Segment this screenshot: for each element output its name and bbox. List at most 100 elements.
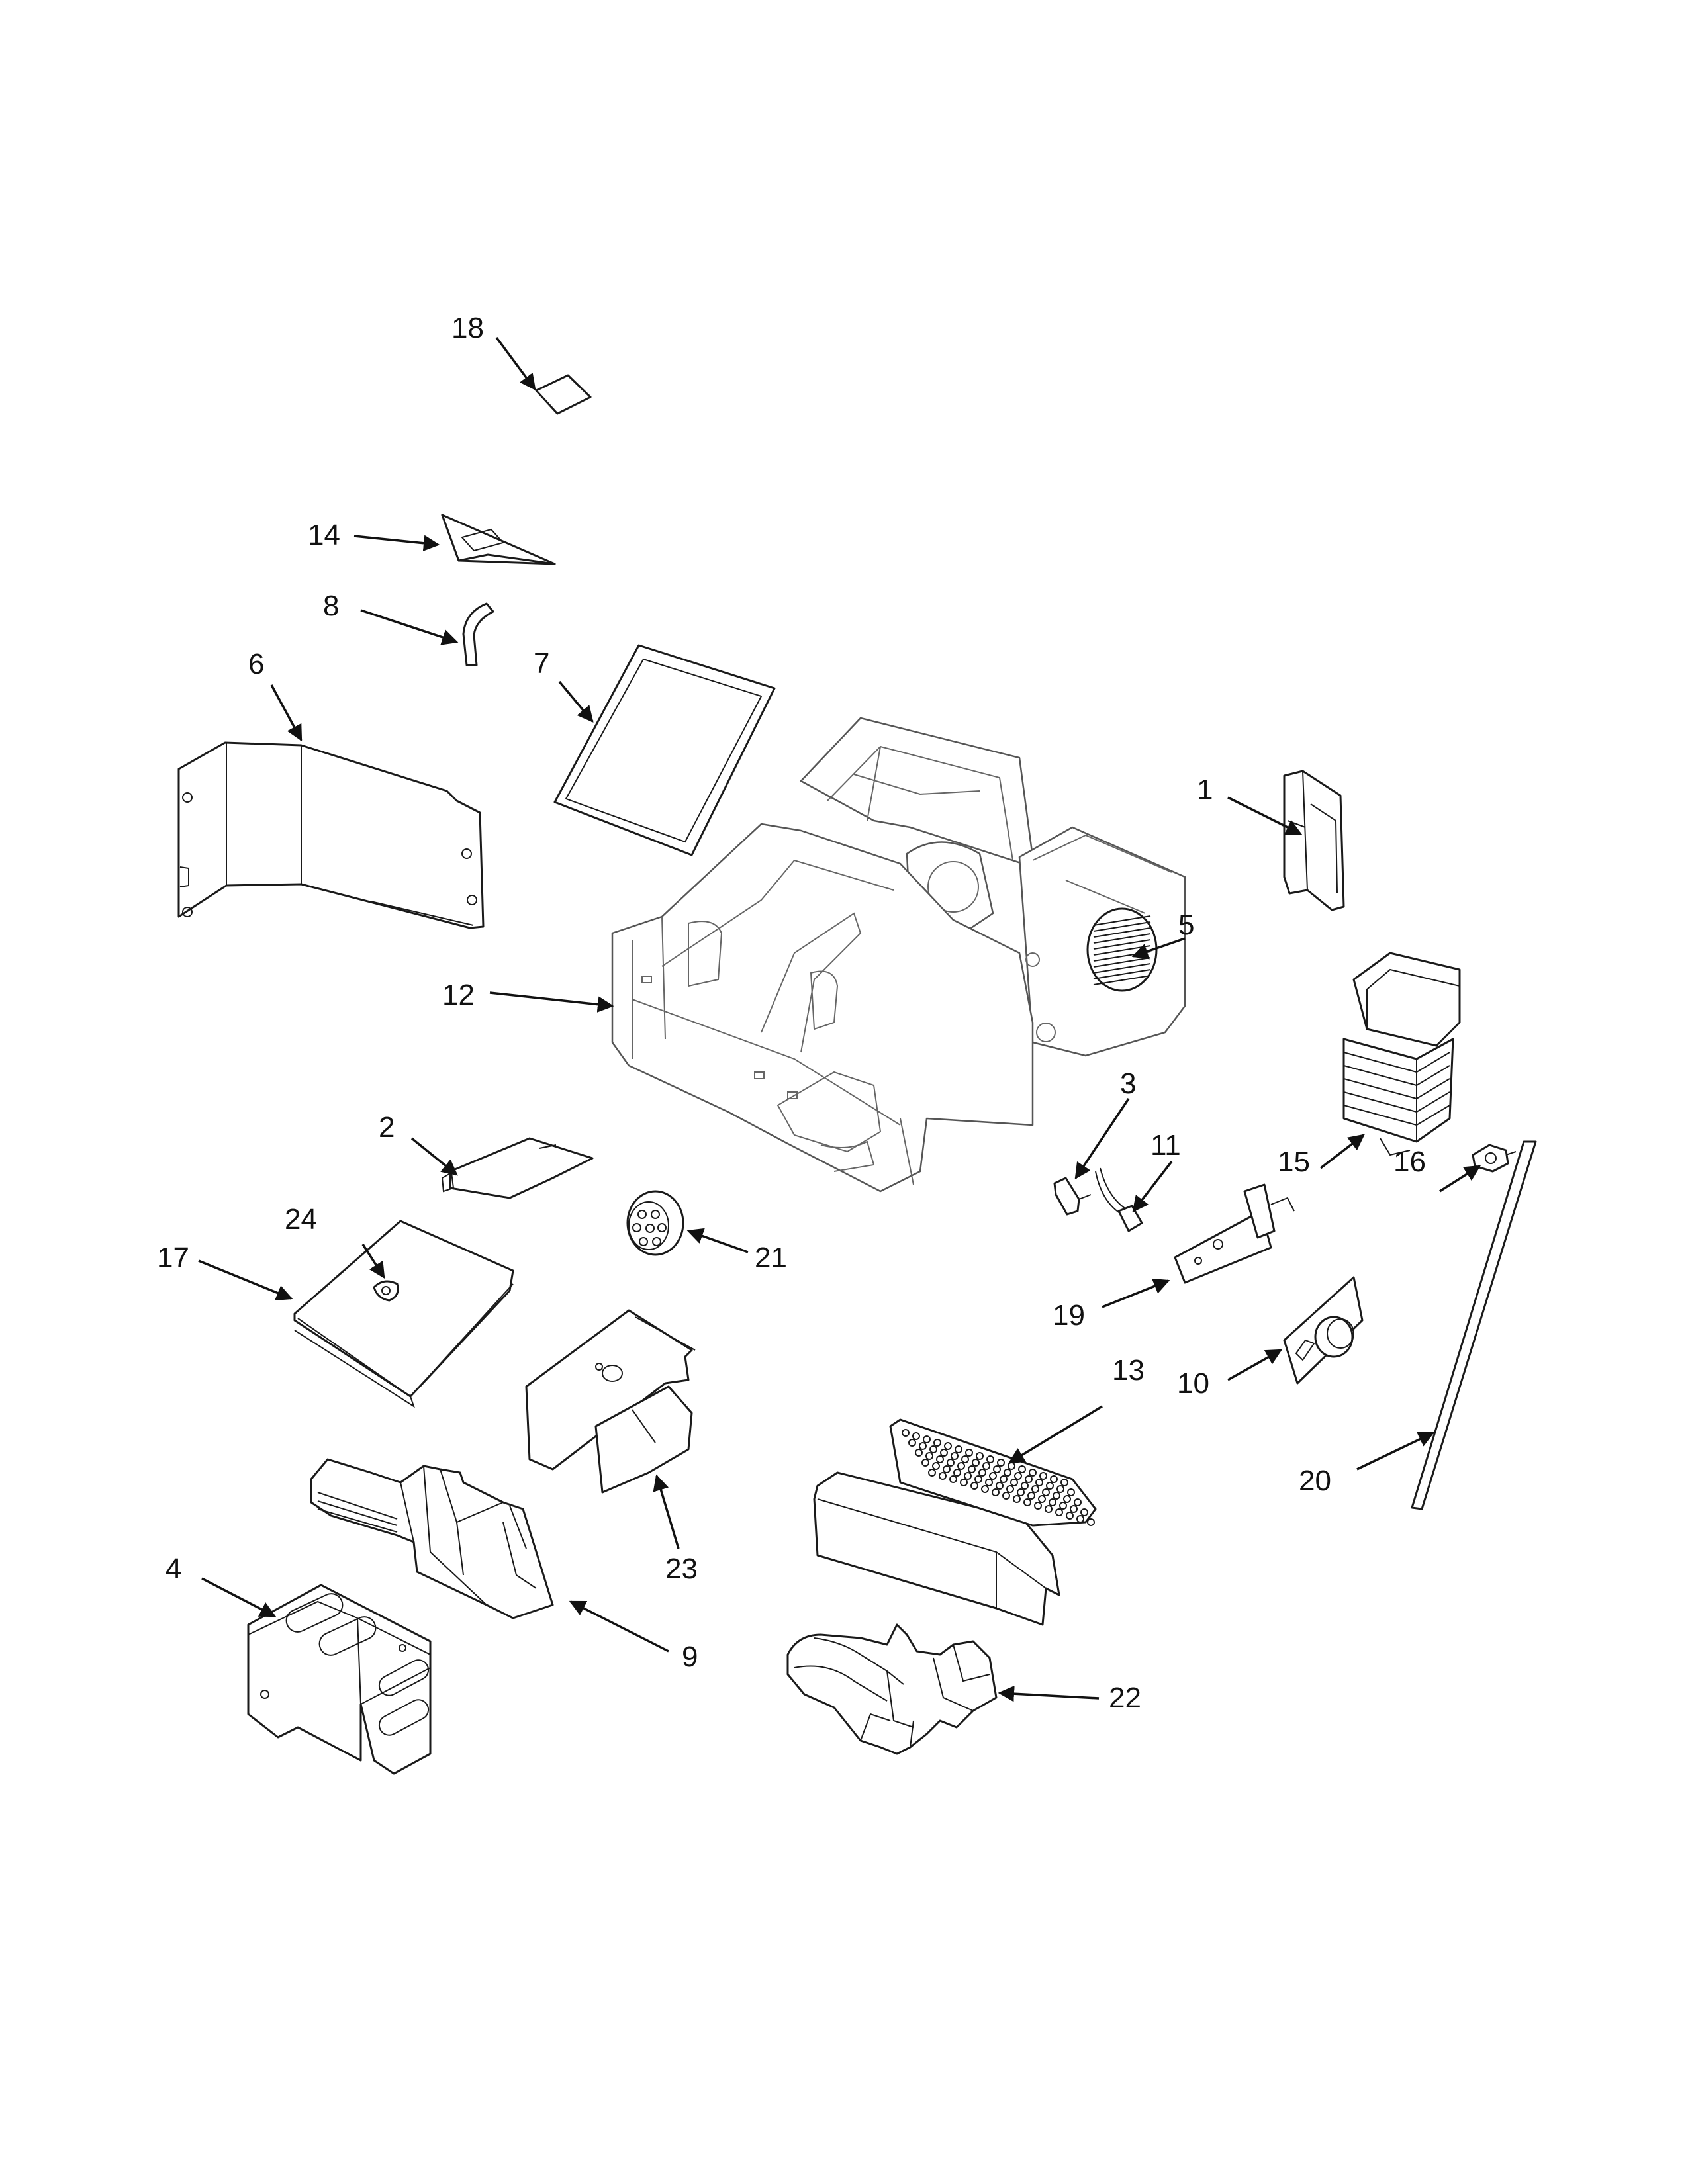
blower-vane bbox=[1093, 963, 1151, 974]
leader-19 bbox=[1102, 1278, 1170, 1308]
leader-4 bbox=[201, 1577, 277, 1617]
grille-hole bbox=[1029, 1469, 1037, 1477]
part-16-thermostat bbox=[1472, 1144, 1517, 1173]
part-13-grille bbox=[813, 1418, 1097, 1626]
callout-6: 6 bbox=[248, 648, 264, 680]
grille-hole bbox=[939, 1472, 947, 1480]
callout-16: 16 bbox=[1393, 1146, 1426, 1178]
blower-vane bbox=[1093, 921, 1151, 932]
grille-hole bbox=[1066, 1512, 1074, 1520]
grille-hole bbox=[1080, 1508, 1088, 1516]
grille-hole bbox=[1025, 1475, 1033, 1483]
grille-hole bbox=[951, 1452, 959, 1460]
grille-hole bbox=[985, 1479, 993, 1486]
grille-hole bbox=[960, 1479, 968, 1486]
grille-hole bbox=[1042, 1488, 1050, 1496]
callout-22: 22 bbox=[1109, 1682, 1141, 1714]
callout-23: 23 bbox=[665, 1553, 698, 1585]
grille-hole bbox=[1004, 1469, 1011, 1477]
grille-hole bbox=[957, 1462, 965, 1470]
callout-8: 8 bbox=[323, 590, 339, 622]
leader-5 bbox=[1131, 937, 1186, 960]
part-20-rod bbox=[1411, 1140, 1537, 1510]
grille-hole bbox=[1002, 1492, 1010, 1500]
blower-vane bbox=[1093, 939, 1151, 950]
grille-hole bbox=[1049, 1498, 1056, 1506]
grille-hole bbox=[936, 1455, 944, 1463]
part-11-wire-harness bbox=[1095, 1167, 1143, 1232]
callout-9: 9 bbox=[682, 1641, 698, 1673]
part-15-transformer bbox=[1342, 952, 1461, 1156]
grille-hole bbox=[902, 1429, 910, 1437]
blower-vane bbox=[1093, 933, 1151, 944]
part-4-bracket-frame bbox=[247, 1584, 432, 1775]
leader-15 bbox=[1319, 1134, 1365, 1169]
grille-hole bbox=[1006, 1485, 1014, 1493]
callout-19: 19 bbox=[1053, 1299, 1085, 1332]
leader-13 bbox=[1008, 1405, 1103, 1464]
grille-hole bbox=[940, 1449, 948, 1457]
grille-hole bbox=[1046, 1482, 1054, 1490]
part-8-tube bbox=[462, 602, 494, 666]
grille-hole bbox=[1034, 1502, 1042, 1510]
blower-vane bbox=[1093, 975, 1151, 985]
part-22-duct bbox=[786, 1623, 998, 1755]
callout-4: 4 bbox=[165, 1553, 181, 1585]
part-17-cover bbox=[293, 1220, 514, 1408]
part-3-switch bbox=[1053, 1177, 1092, 1216]
callout-21: 21 bbox=[755, 1242, 787, 1274]
grille-hole bbox=[953, 1469, 961, 1477]
grille-hole bbox=[1010, 1479, 1018, 1486]
part-21-fan-motor bbox=[626, 1190, 684, 1256]
grille-hole bbox=[933, 1439, 941, 1447]
callout-24: 24 bbox=[285, 1203, 317, 1236]
grille-hole bbox=[947, 1459, 955, 1467]
leader-6 bbox=[270, 684, 303, 742]
callout-15: 15 bbox=[1278, 1146, 1310, 1178]
leader-23 bbox=[653, 1474, 680, 1549]
leader-10 bbox=[1227, 1349, 1283, 1381]
leader-7 bbox=[558, 680, 594, 723]
part-10-knob-bracket bbox=[1283, 1276, 1364, 1385]
grille-hole bbox=[1059, 1502, 1067, 1510]
leader-20 bbox=[1356, 1432, 1435, 1471]
leader-11 bbox=[1132, 1160, 1173, 1212]
callout-numbers: 18 14 8 6 7 1 5 12 3 11 2 15 16 21 24 17… bbox=[157, 312, 1426, 1714]
leader-14 bbox=[353, 535, 440, 551]
grille-hole bbox=[925, 1452, 933, 1460]
part-2-cover-plate bbox=[441, 1137, 594, 1199]
grille-hole bbox=[976, 1452, 984, 1460]
part-19-circuit-board bbox=[1174, 1183, 1295, 1284]
part-18-label bbox=[535, 374, 592, 415]
grille-hole bbox=[986, 1455, 994, 1463]
grille-hole bbox=[928, 1469, 936, 1477]
grille-hole bbox=[972, 1459, 980, 1467]
grille-hole bbox=[989, 1472, 997, 1480]
callout-5: 5 bbox=[1178, 909, 1194, 941]
leader-2 bbox=[410, 1137, 458, 1176]
part-14-shield bbox=[441, 514, 556, 565]
grille-hole bbox=[1038, 1495, 1046, 1503]
grille-hole bbox=[992, 1488, 1000, 1496]
grille-hole bbox=[1050, 1475, 1058, 1483]
callout-leaders bbox=[198, 336, 1481, 1702]
leader-8 bbox=[360, 609, 459, 645]
callout-10: 10 bbox=[1177, 1367, 1209, 1400]
grille-hole bbox=[1023, 1498, 1031, 1506]
grille-hole bbox=[1056, 1485, 1064, 1493]
grille-hole bbox=[1067, 1488, 1075, 1496]
callout-7: 7 bbox=[534, 647, 549, 680]
callout-1: 1 bbox=[1197, 774, 1213, 806]
leader-17 bbox=[198, 1259, 293, 1301]
grille-hole bbox=[1087, 1518, 1095, 1526]
grille-hole bbox=[955, 1445, 962, 1453]
leader-1 bbox=[1227, 796, 1303, 835]
grille-hole bbox=[965, 1449, 973, 1457]
part-23-damper-assembly bbox=[525, 1309, 696, 1494]
grille-hole bbox=[1074, 1498, 1082, 1506]
grille-hole bbox=[908, 1439, 916, 1447]
part-24-clip bbox=[373, 1280, 399, 1302]
grille-hole bbox=[1027, 1492, 1035, 1500]
blower-vane bbox=[1093, 915, 1151, 926]
